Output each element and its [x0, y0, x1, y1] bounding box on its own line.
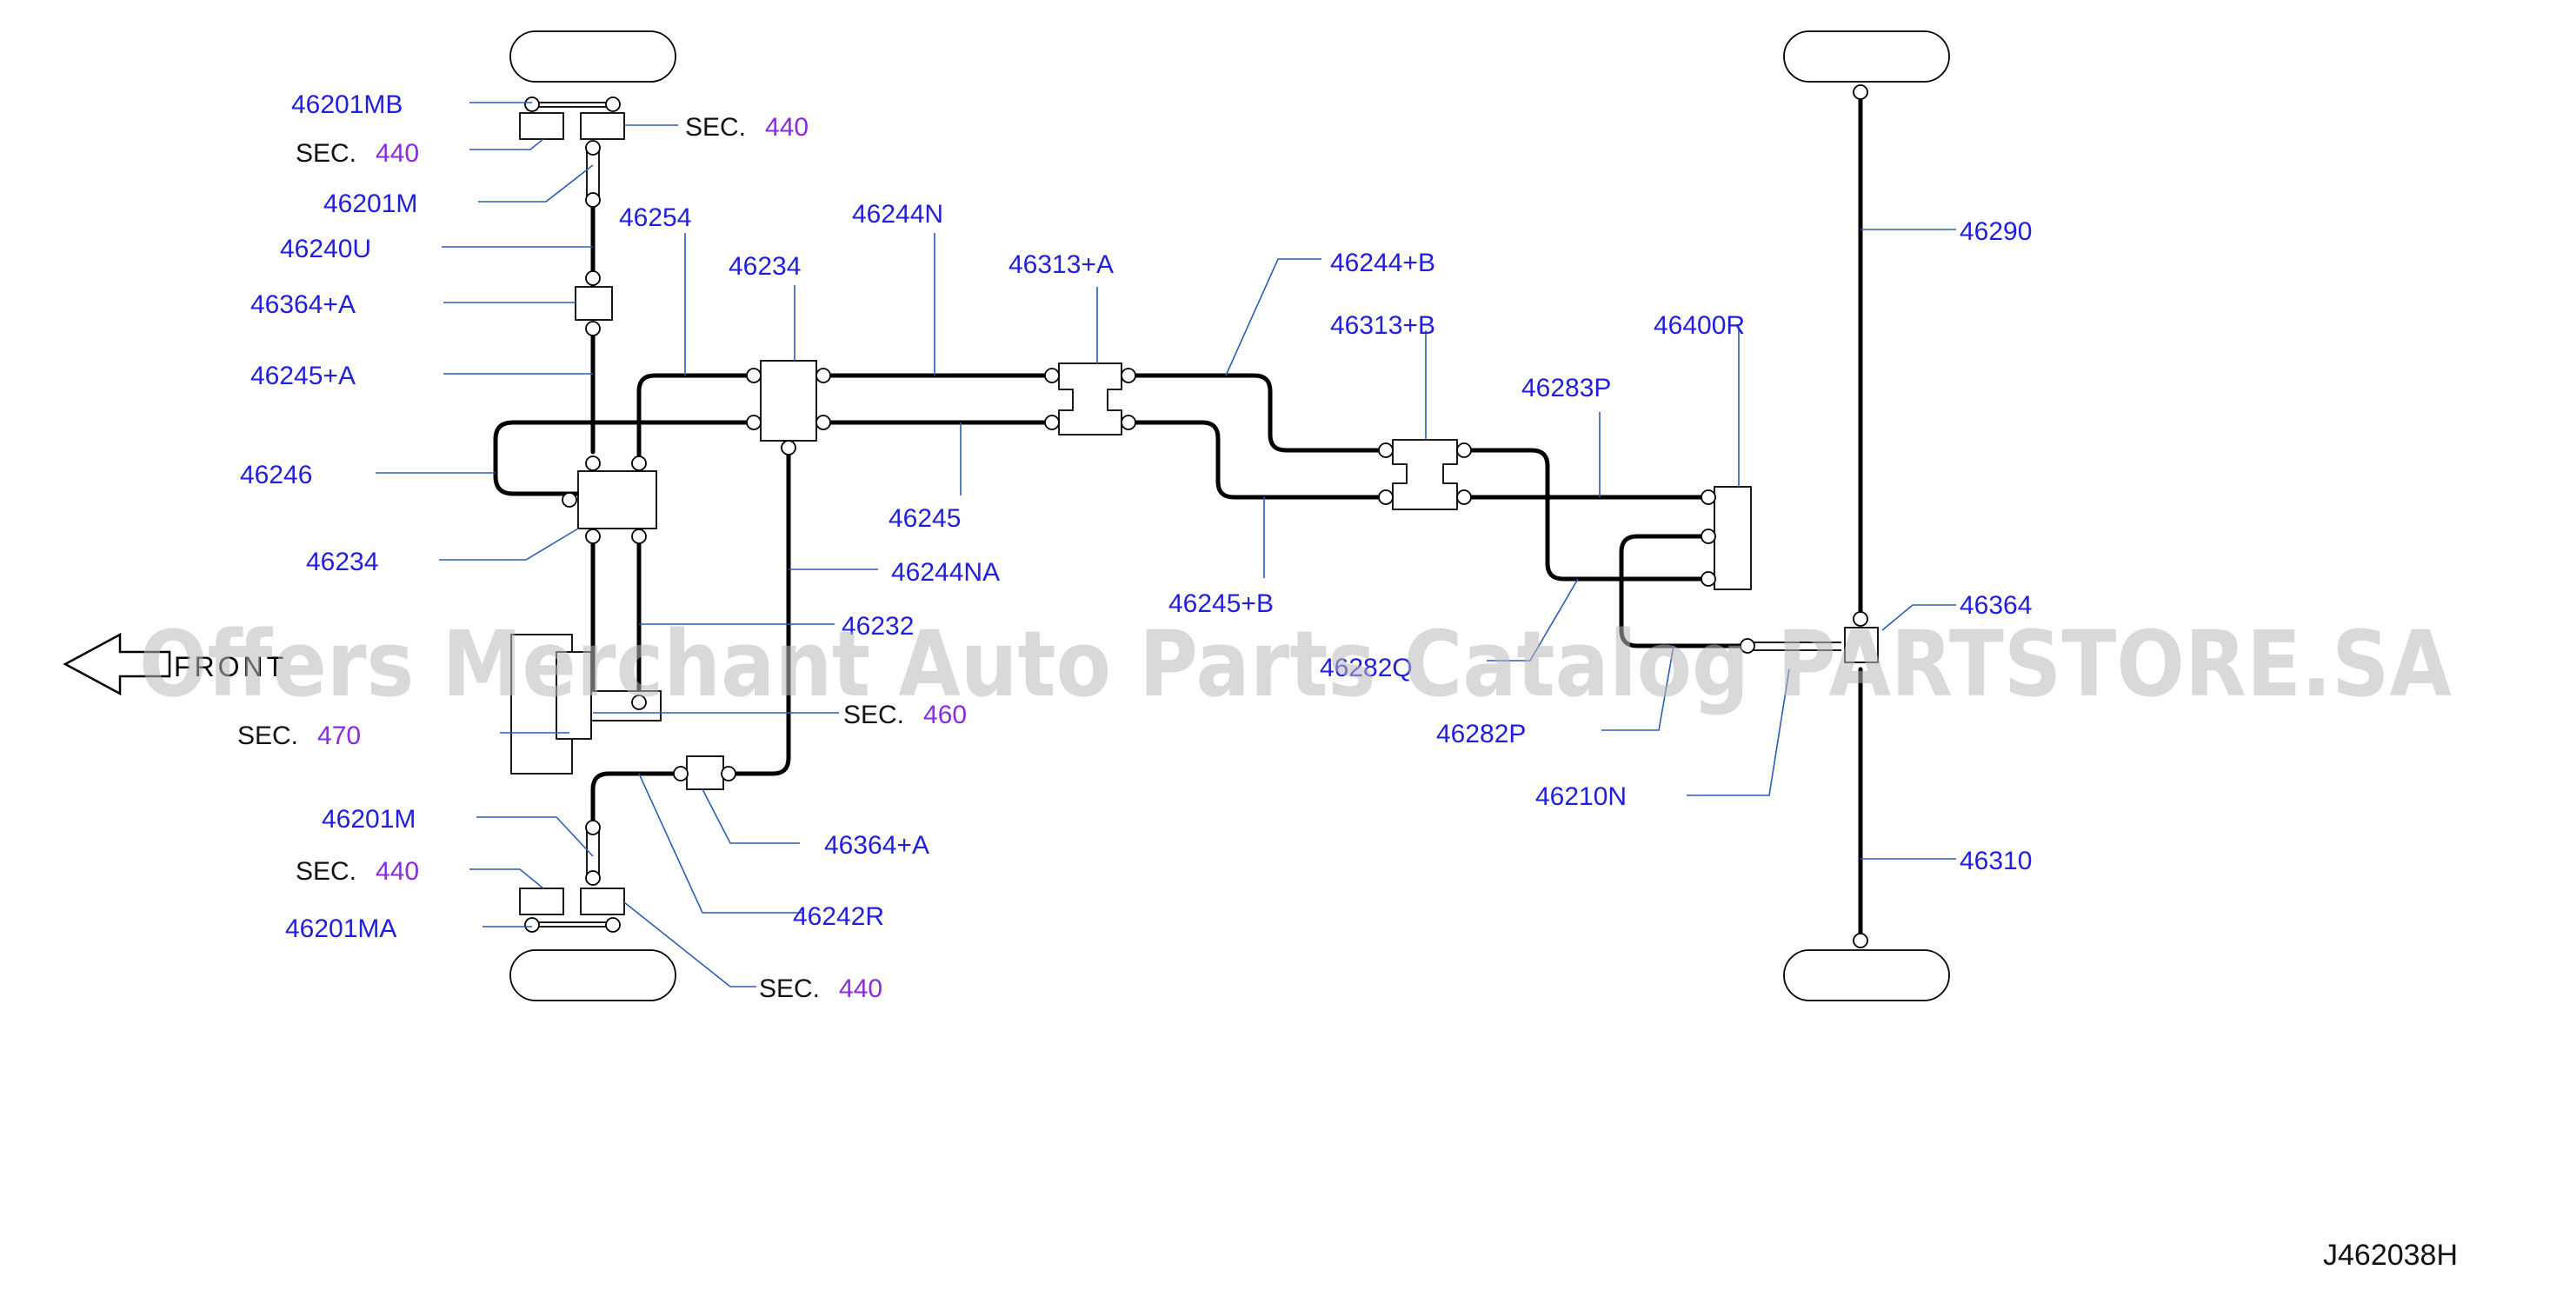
label-46245B: 46245+B [1168, 589, 1274, 618]
label-46234-left: 46234 [306, 548, 378, 576]
junction-46364 [1844, 627, 1879, 663]
section-ref-440-top-left: SEC. 440 [296, 139, 419, 168]
label-46364A-top: 46364+A [250, 290, 356, 319]
label-46210N: 46210N [1535, 782, 1627, 811]
caliper-46201MB-left [519, 112, 564, 140]
label-46240U: 46240U [280, 235, 371, 263]
label-46313A: 46313+A [1008, 250, 1114, 279]
label-46244NA: 46244NA [891, 558, 1000, 587]
front-direction-indicator: FRONT [63, 632, 287, 696]
leader-lines [376, 102, 1956, 987]
section-ref-460: SEC. 460 [843, 701, 967, 729]
section-ref-440-bottom-left: SEC. 440 [296, 857, 419, 886]
label-46244B: 46244+B [1330, 249, 1435, 277]
label-46246: 46246 [240, 461, 312, 489]
connector-46234-center [760, 360, 817, 442]
pipe-46246 [493, 420, 763, 496]
label-46245A: 46245+A [250, 362, 356, 390]
connector-46234-left [577, 470, 657, 529]
pipe-46244NA [717, 445, 791, 776]
pipe-46245B [1129, 420, 1385, 500]
label-46364: 46364 [1960, 591, 2032, 620]
label-46282P: 46282P [1436, 720, 1526, 748]
label-46244N: 46244N [852, 200, 943, 229]
pipe-46242R [590, 771, 689, 828]
ports [524, 84, 1868, 948]
part-labels: 46201MB 46201M 46240U 46254 46364+A 4624… [240, 90, 2032, 943]
clip-46364A-bottom [686, 755, 724, 790]
label-46245: 46245 [889, 504, 961, 533]
front-label: FRONT [174, 651, 287, 682]
caliper-46201MB-right [580, 112, 625, 140]
label-46313B: 46313+B [1330, 311, 1435, 340]
label-46400R: 46400R [1654, 311, 1745, 340]
diagram-code: J462038H [2323, 1239, 2458, 1272]
tire-front-left-top [509, 30, 676, 83]
label-46232: 46232 [842, 612, 914, 641]
pipe-46282P [1619, 534, 1750, 648]
components [510, 112, 1879, 915]
front-arrow-icon [63, 632, 171, 696]
tire-rear-bottom [1783, 949, 1950, 1001]
label-46201M-bottom: 46201M [322, 805, 416, 834]
section-ref-440-bottom-right: SEC. 440 [759, 974, 882, 1003]
section-references: SEC. 440 SEC. 440 SEC. 460 SEC. 470 SEC.… [237, 113, 967, 1003]
pipe-46244B [1129, 373, 1385, 453]
label-46283P: 46283P [1521, 374, 1611, 402]
clip-46364A-top [575, 286, 613, 321]
label-46310: 46310 [1960, 847, 2032, 875]
tire-rear-top [1783, 30, 1950, 83]
front-hoses [532, 102, 1841, 928]
label-46254: 46254 [619, 203, 691, 232]
valve-46400R [1714, 486, 1752, 590]
booster-mount-sec470 [556, 651, 592, 740]
label-46201M-top: 46201M [323, 190, 417, 218]
section-ref-440-top-right: SEC. 440 [685, 113, 809, 142]
connector-46313B [1392, 439, 1458, 510]
label-46290: 46290 [1960, 217, 2032, 246]
label-46201MB: 46201MB [291, 90, 403, 119]
caliper-46201MA-right [580, 888, 625, 915]
connector-46313A [1058, 362, 1122, 436]
label-46282Q: 46282Q [1320, 654, 1413, 682]
tire-front-left-bottom [509, 949, 676, 1001]
brake-pipes [493, 90, 1863, 943]
section-ref-470: SEC. 470 [237, 721, 361, 750]
label-46234-center: 46234 [729, 252, 801, 281]
caliper-46201MA-left [519, 888, 564, 915]
label-46201MA: 46201MA [285, 914, 396, 943]
watermark-text: Offers Merchant Auto Parts Catalog PARTS… [139, 611, 2452, 717]
pipe-46282Q [1467, 448, 1711, 582]
label-46364A-bottom: 46364+A [824, 831, 929, 860]
pipe-46254 [636, 373, 763, 468]
label-46242R: 46242R [793, 902, 884, 931]
